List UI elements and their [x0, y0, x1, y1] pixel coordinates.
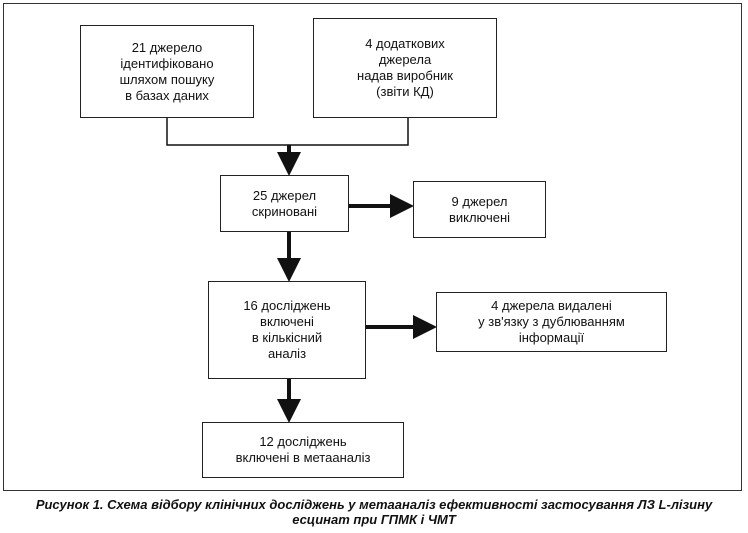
included-quantitative-box: 16 досліджень включені в кількісний анал…: [208, 281, 366, 379]
screened-text: 25 джерел скриновані: [251, 187, 318, 219]
search-sources-box: 21 джерело ідентифіковано шляхом пошуку …: [80, 25, 254, 118]
merge-connector: [166, 118, 409, 146]
additional-sources-text: 4 додаткових джерела надав виробник (зві…: [357, 36, 453, 99]
meta-analysis-text: 12 досліджень включені в метааналіз: [235, 434, 371, 465]
caption-line-2: есцинат при ГПМК і ЧМТ: [292, 512, 456, 527]
search-sources-text: 21 джерело ідентифіковано шляхом пошуку …: [119, 39, 215, 103]
excluded-box: 9 джерел виключені: [413, 181, 546, 238]
meta-analysis-box: 12 досліджень включені в метааналіз: [202, 422, 404, 478]
removed-duplicates-box: 4 джерела видалені у зв'язку з дублюванн…: [436, 292, 667, 352]
removed-duplicates-text: 4 джерела видалені у зв'язку з дублюванн…: [478, 298, 625, 345]
excluded-text: 9 джерел виключені: [448, 193, 511, 225]
figure-caption: Рисунок 1. Схема відбору клінічних дослі…: [0, 497, 748, 527]
additional-sources-box: 4 додаткових джерела надав виробник (зві…: [313, 18, 497, 118]
included-quantitative-text: 16 досліджень включені в кількісний анал…: [243, 298, 331, 361]
screened-box: 25 джерел скриновані: [220, 175, 349, 232]
caption-line-1: Рисунок 1. Схема відбору клінічних дослі…: [35, 497, 713, 512]
diagram-frame: [3, 3, 742, 491]
